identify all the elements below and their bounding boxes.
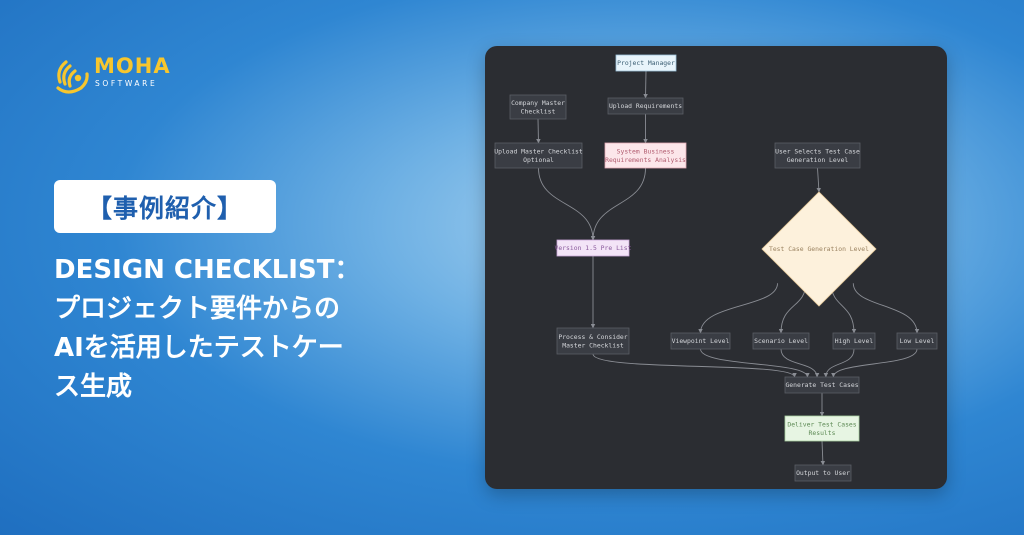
headline-line: ス生成 xyxy=(54,372,133,402)
flow-node-version-list: Version 1.5 Pre List xyxy=(555,239,632,257)
flow-decision-label: Test Case Generation Level xyxy=(769,245,869,253)
flow-edge xyxy=(536,118,541,144)
flowchart-card: Test Case Generation Level Project Manage… xyxy=(485,46,947,489)
flow-node-label: Requirements Analysis xyxy=(605,156,686,164)
flow-node-low: Low Level xyxy=(896,332,938,350)
flow-node-label: Generation Level xyxy=(787,156,849,164)
flow-node-label: System Business xyxy=(617,147,675,155)
flow-node-scenario: Scenario Level xyxy=(752,332,810,350)
flow-node-label: Upload Master Checklist xyxy=(494,147,583,155)
flow-node-label: Deliver Test Cases xyxy=(787,420,856,428)
moha-logo-mark xyxy=(56,60,89,94)
flow-edge xyxy=(590,167,646,241)
flow-node-output: Output to User xyxy=(794,464,852,482)
headline: DESIGN CHECKLIST： プロジェクト要件からの AIを活用したテスト… xyxy=(54,251,454,407)
flow-edge xyxy=(816,167,821,193)
flow-node-viewpoint: Viewpoint Level xyxy=(670,332,731,350)
headline-line: AIを活用したテストケー xyxy=(54,333,344,363)
flow-node-upload-requirements: Upload Requirements xyxy=(607,97,684,115)
flow-node-label: Generate Test Cases xyxy=(785,381,858,389)
flow-decision: Test Case Generation Level xyxy=(761,191,877,307)
flowchart: Test Case Generation Level Project Manage… xyxy=(494,54,938,482)
flow-edge xyxy=(700,348,810,378)
flow-node-label: High Level xyxy=(835,337,874,345)
flow-edge xyxy=(831,348,918,378)
flow-node-generate: Generate Test Cases xyxy=(784,376,860,394)
logo-subtitle: SOFTWARE xyxy=(95,79,158,88)
flow-node-label: Output to User xyxy=(796,469,850,477)
flow-node-label: Process & Consider xyxy=(558,333,627,341)
headline-line: プロジェクト要件からの xyxy=(54,294,341,324)
flow-edge xyxy=(823,348,855,378)
moha-logo: MOHA SOFTWARE xyxy=(54,52,194,98)
case-study-tag: 【事例紹介】 xyxy=(54,180,276,233)
case-study-tag-label: 【事例紹介】 xyxy=(86,193,243,223)
flow-node-label: Viewpoint Level xyxy=(672,337,730,345)
flow-node-label: Upload Requirements xyxy=(609,102,682,110)
flow-node-project-manager: Project Manager xyxy=(615,54,677,72)
flow-node-high: High Level xyxy=(832,332,876,350)
flow-node-label: Results xyxy=(809,429,836,437)
logo-brand: MOHA xyxy=(94,54,171,78)
flow-node-label: Version 1.5 Pre List xyxy=(555,244,632,252)
flow-node-label: Optional xyxy=(523,156,554,164)
flow-edge xyxy=(592,353,797,378)
flow-node-label: Scenario Level xyxy=(754,337,808,345)
flow-edge xyxy=(538,167,596,241)
flow-node-label: Checklist xyxy=(521,107,556,115)
flow-edge xyxy=(778,283,807,334)
flow-node-label: Company Master xyxy=(511,99,565,107)
headline-line: DESIGN CHECKLIST： xyxy=(54,255,361,285)
flow-edge xyxy=(820,440,826,466)
flow-node-label: Low Level xyxy=(900,337,935,345)
flow-edge xyxy=(852,283,920,334)
flow-node-label: Project Manager xyxy=(617,59,675,67)
flow-edge xyxy=(698,283,778,334)
flow-edge xyxy=(780,348,820,378)
flow-node-label: Master Checklist xyxy=(562,341,624,349)
flow-node-label: User Selects Test Case xyxy=(775,147,860,155)
flow-edge xyxy=(643,70,648,99)
